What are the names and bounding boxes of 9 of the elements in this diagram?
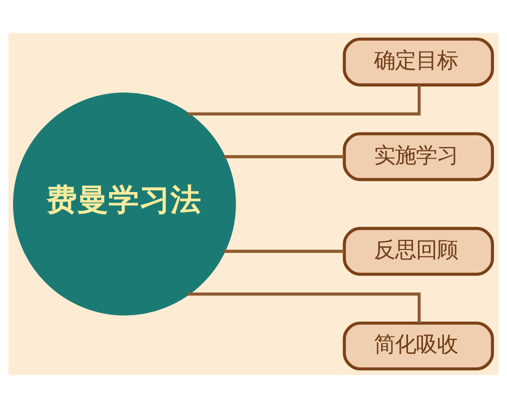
connector — [188, 84, 421, 116]
node-box: 简化吸收 — [342, 322, 494, 370]
node-box: 反思回顾 — [342, 226, 494, 276]
node-box: 确定目标 — [342, 38, 494, 86]
connector — [224, 250, 344, 253]
connector — [188, 292, 421, 324]
connector — [224, 155, 344, 158]
node-box: 实施学习 — [342, 132, 494, 182]
node-circle: 费曼学习法 — [13, 92, 236, 316]
